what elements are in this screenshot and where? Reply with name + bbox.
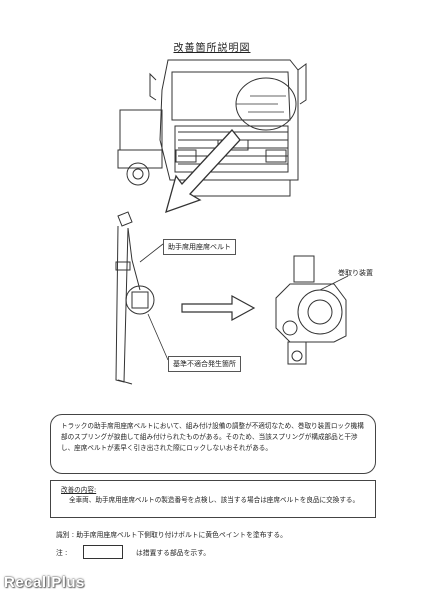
note-label: 注 :	[56, 549, 68, 557]
defect-location-label: 基準不適合発生箇所	[168, 356, 241, 372]
arrow-to-retractor	[181, 294, 256, 322]
seatbelt-label: 助手席用座席ベルト	[163, 239, 236, 255]
retractor-label: 巻取り装置	[338, 269, 373, 277]
note-text: は措置する部品を示す。	[136, 549, 211, 557]
problem-description: トラックの助手席用座席ベルトにおいて、組み付け設備の調整が不適切なため、巻取り装…	[61, 422, 364, 452]
callout-lines	[139, 243, 349, 361]
page-title: 改善箇所説明図	[173, 43, 251, 54]
fix-body: 全車両、助手席用座席ベルトの製造番号を点検し、該当する場合は座席ベルトを良品に交…	[69, 496, 360, 504]
fix-heading: 改善の内容:	[61, 486, 97, 494]
identification-text: 識別 : 助手席用座席ベルト下側取り付けボルトに黄色ペイントを塗布する。	[56, 531, 287, 539]
truck-illustration	[117, 59, 307, 197]
retractor-illustration	[275, 255, 347, 365]
arrow-to-belt	[165, 129, 241, 214]
problem-description-box: トラックの助手席用座席ベルトにおいて、組み付け設備の調整が不適切なため、巻取り装…	[50, 414, 376, 474]
note-legend-box	[83, 545, 123, 559]
fix-box: 改善の内容: 全車両、助手席用座席ベルトの製造番号を点検し、該当する場合は座席ベ…	[50, 480, 376, 518]
seatbelt-illustration	[115, 211, 155, 385]
watermark-logo: RecallPlus	[4, 574, 85, 591]
